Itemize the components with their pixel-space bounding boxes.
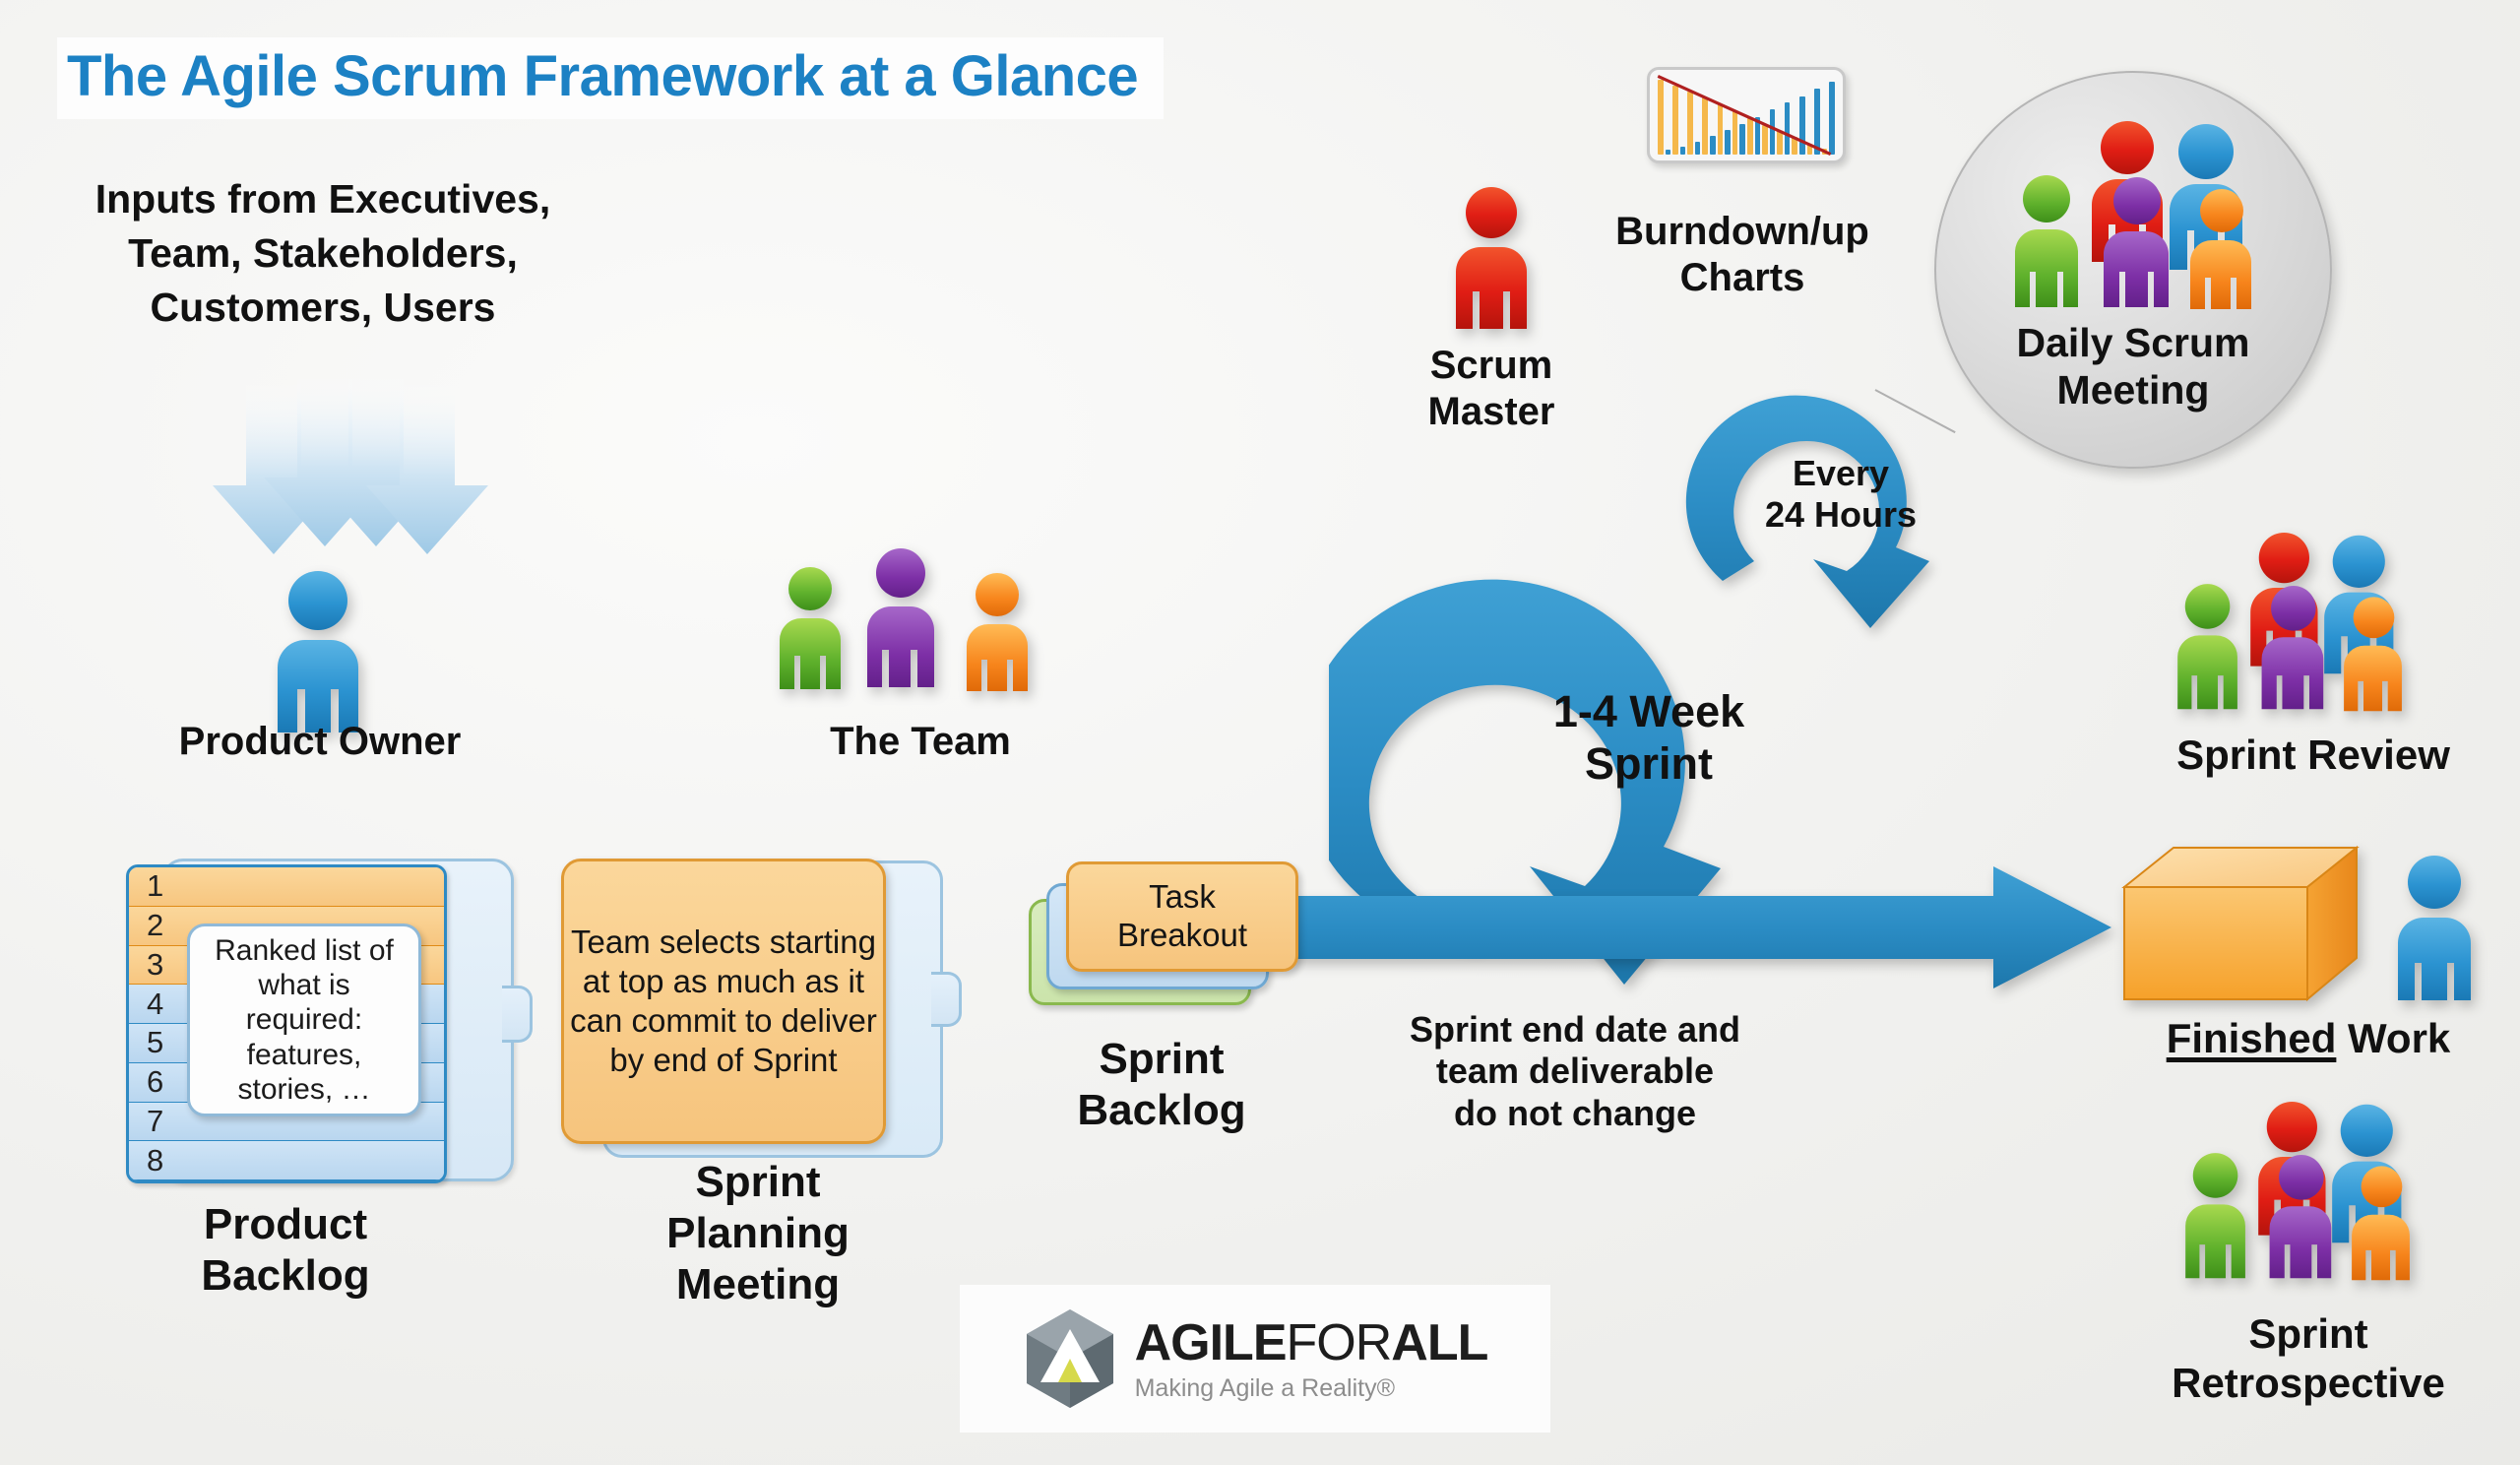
scrum-master-line-1: Scrum: [1429, 344, 1553, 387]
sprint-backlog-line-2: Backlog: [1077, 1085, 1246, 1134]
finished-work-strong: Finished: [2166, 1015, 2337, 1061]
burndown-bar: [1754, 116, 1761, 155]
sprint-backlog-card-task-breakout: Task Breakout: [1066, 861, 1298, 972]
product-owner-icon: [278, 571, 358, 732]
inputs-line-2: Team, Stakeholders,: [128, 229, 518, 276]
product-backlog-note: Ranked list of what is required: feature…: [187, 924, 421, 1116]
burndown-bar: [1739, 123, 1745, 155]
inputs-line-1: Inputs from Executives,: [94, 176, 551, 222]
scrum-master-icon: [1456, 187, 1527, 329]
sprint-backlog-line-1: Sprint: [1099, 1035, 1225, 1083]
burndown-bar: [1746, 118, 1753, 155]
logo-word-all: ALL: [1391, 1313, 1488, 1371]
daily-scrum-line-2: Meeting: [2056, 367, 2210, 414]
burndown-bar: [1806, 143, 1813, 155]
sprint-planning-line-3: Meeting: [675, 1259, 841, 1308]
sprint-length-line-1: 1-4 Week: [1552, 686, 1745, 736]
daily-cycle-arrow-icon: [1685, 395, 1929, 628]
daily-scrum-people-icon: [2015, 121, 2251, 309]
finished-work-box-icon: [2121, 845, 2360, 1002]
product-backlog-row: 8: [129, 1141, 444, 1180]
daily-scrum-label: Daily Scrum Meeting: [1936, 319, 2330, 414]
sprint-cycle-arrow-icon: [1329, 579, 1721, 985]
agile-for-all-mark-icon: [1026, 1309, 1113, 1408]
burndown-bar: [1798, 96, 1805, 155]
sprint-length-line-2: Sprint: [1585, 738, 1713, 790]
burndown-bar: [1792, 137, 1797, 155]
burndown-bar: [1777, 131, 1783, 155]
burndown-bar: [1732, 110, 1738, 155]
sprint-retrospective-people-icon: [2185, 1101, 2410, 1281]
product-owner-label: Product Owner: [178, 720, 462, 763]
sprint-review-people-icon: [2177, 532, 2402, 712]
burndown-bar: [1829, 82, 1835, 155]
burndown-bar: [1687, 92, 1693, 155]
burndown-bar: [1679, 147, 1686, 155]
every-24-line-1: Every: [1792, 453, 1890, 493]
sprint-retro-line-1: Sprint: [2248, 1310, 2368, 1357]
burndown-bar: [1672, 85, 1678, 155]
burndown-line-2: Charts: [1679, 256, 1805, 300]
sprint-length-label: 1-4 Week Sprint: [1496, 685, 1801, 790]
burndown-label: Burndown/up Charts: [1565, 209, 1920, 301]
burndown-line-1: Burndown/up: [1615, 210, 1869, 253]
sprint-end-line-1: Sprint end date and: [1409, 1009, 1741, 1050]
sprint-retrospective-label: Sprint Retrospective: [2097, 1309, 2520, 1407]
logo-word-agile: AGILE: [1134, 1313, 1288, 1371]
agile-for-all-logo: AGILEFORALL Making Agile a Reality®: [960, 1285, 1550, 1433]
burndown-chart: [1647, 67, 1846, 163]
every-24-line-2: 24 Hours: [1764, 494, 1918, 536]
burndown-bar: [1665, 150, 1671, 155]
product-backlog-line-1: Product: [203, 1200, 368, 1248]
the-team-label: The Team: [830, 720, 1011, 763]
burndown-bars: [1658, 76, 1835, 155]
burndown-bar: [1694, 142, 1701, 155]
scrum-master-line-2: Master: [1427, 390, 1555, 434]
sprint-planning-card: Team selects starting at top as much as …: [561, 859, 886, 1144]
every-24-hours-label: Every 24 Hours: [1723, 453, 1959, 537]
burndown-bar: [1762, 124, 1768, 155]
burndown-bar: [1702, 97, 1709, 155]
daily-scrum-line-1: Daily Scrum: [2016, 320, 2250, 365]
logo-tagline: Making Agile a Reality®: [1134, 1373, 1395, 1402]
product-backlog-label: Product Backlog: [79, 1199, 492, 1302]
burndown-bar: [1769, 108, 1776, 155]
sprint-retro-line-2: Retrospective: [2172, 1359, 2445, 1406]
inputs-line-3: Customers, Users: [150, 284, 496, 330]
sprint-review-label: Sprint Review: [2176, 732, 2450, 778]
finished-work-label: Finished Work: [2097, 1014, 2520, 1063]
the-team-icon: [780, 548, 1028, 691]
inputs-label: Inputs from Executives, Team, Stakeholde…: [47, 172, 598, 335]
product-backlog-line-2: Backlog: [201, 1250, 370, 1300]
sprint-end-note: Sprint end date and team deliverable do …: [1358, 1009, 1792, 1134]
burndown-bar: [1717, 103, 1724, 155]
sprint-backlog-label: Sprint Backlog: [1009, 1034, 1314, 1136]
burndown-bar: [1658, 80, 1664, 155]
product-backlog-row: 1: [129, 867, 444, 907]
finished-work-person-icon: [2398, 856, 2471, 1000]
task-breakout-line-2: Breakout: [1116, 917, 1248, 953]
scrum-master-label: Scrum Master: [1349, 343, 1634, 435]
finished-work-rest: Work: [2336, 1015, 2451, 1061]
daily-scrum-circle: Daily Scrum Meeting: [1934, 71, 2332, 469]
burndown-bar: [1725, 130, 1731, 155]
sprint-end-line-3: do not change: [1454, 1092, 1696, 1133]
sprint-planning-line-1: Sprint: [695, 1158, 821, 1206]
sprint-planning-line-2: Planning: [666, 1208, 850, 1257]
burndown-bar: [1710, 135, 1716, 155]
sprint-planning-label: Sprint Planning Meeting: [561, 1157, 955, 1310]
page-title: The Agile Scrum Framework at a Glance: [57, 37, 1165, 119]
agile-for-all-wordmark: AGILEFORALL Making Agile a Reality®: [1134, 1313, 1489, 1402]
logo-word-for: FOR: [1286, 1313, 1393, 1371]
input-arrows-icon: [213, 379, 488, 554]
burndown-bar: [1784, 102, 1791, 155]
logo-main-line: AGILEFORALL: [1134, 1313, 1489, 1371]
burndown-trendline-icon: [1657, 74, 1832, 157]
sprint-end-line-2: team deliverable: [1435, 1051, 1715, 1092]
task-breakout-line-1: Task: [1149, 878, 1216, 916]
deliverable-arrow-icon: [1235, 866, 2111, 988]
burndown-bar: [1814, 88, 1820, 155]
